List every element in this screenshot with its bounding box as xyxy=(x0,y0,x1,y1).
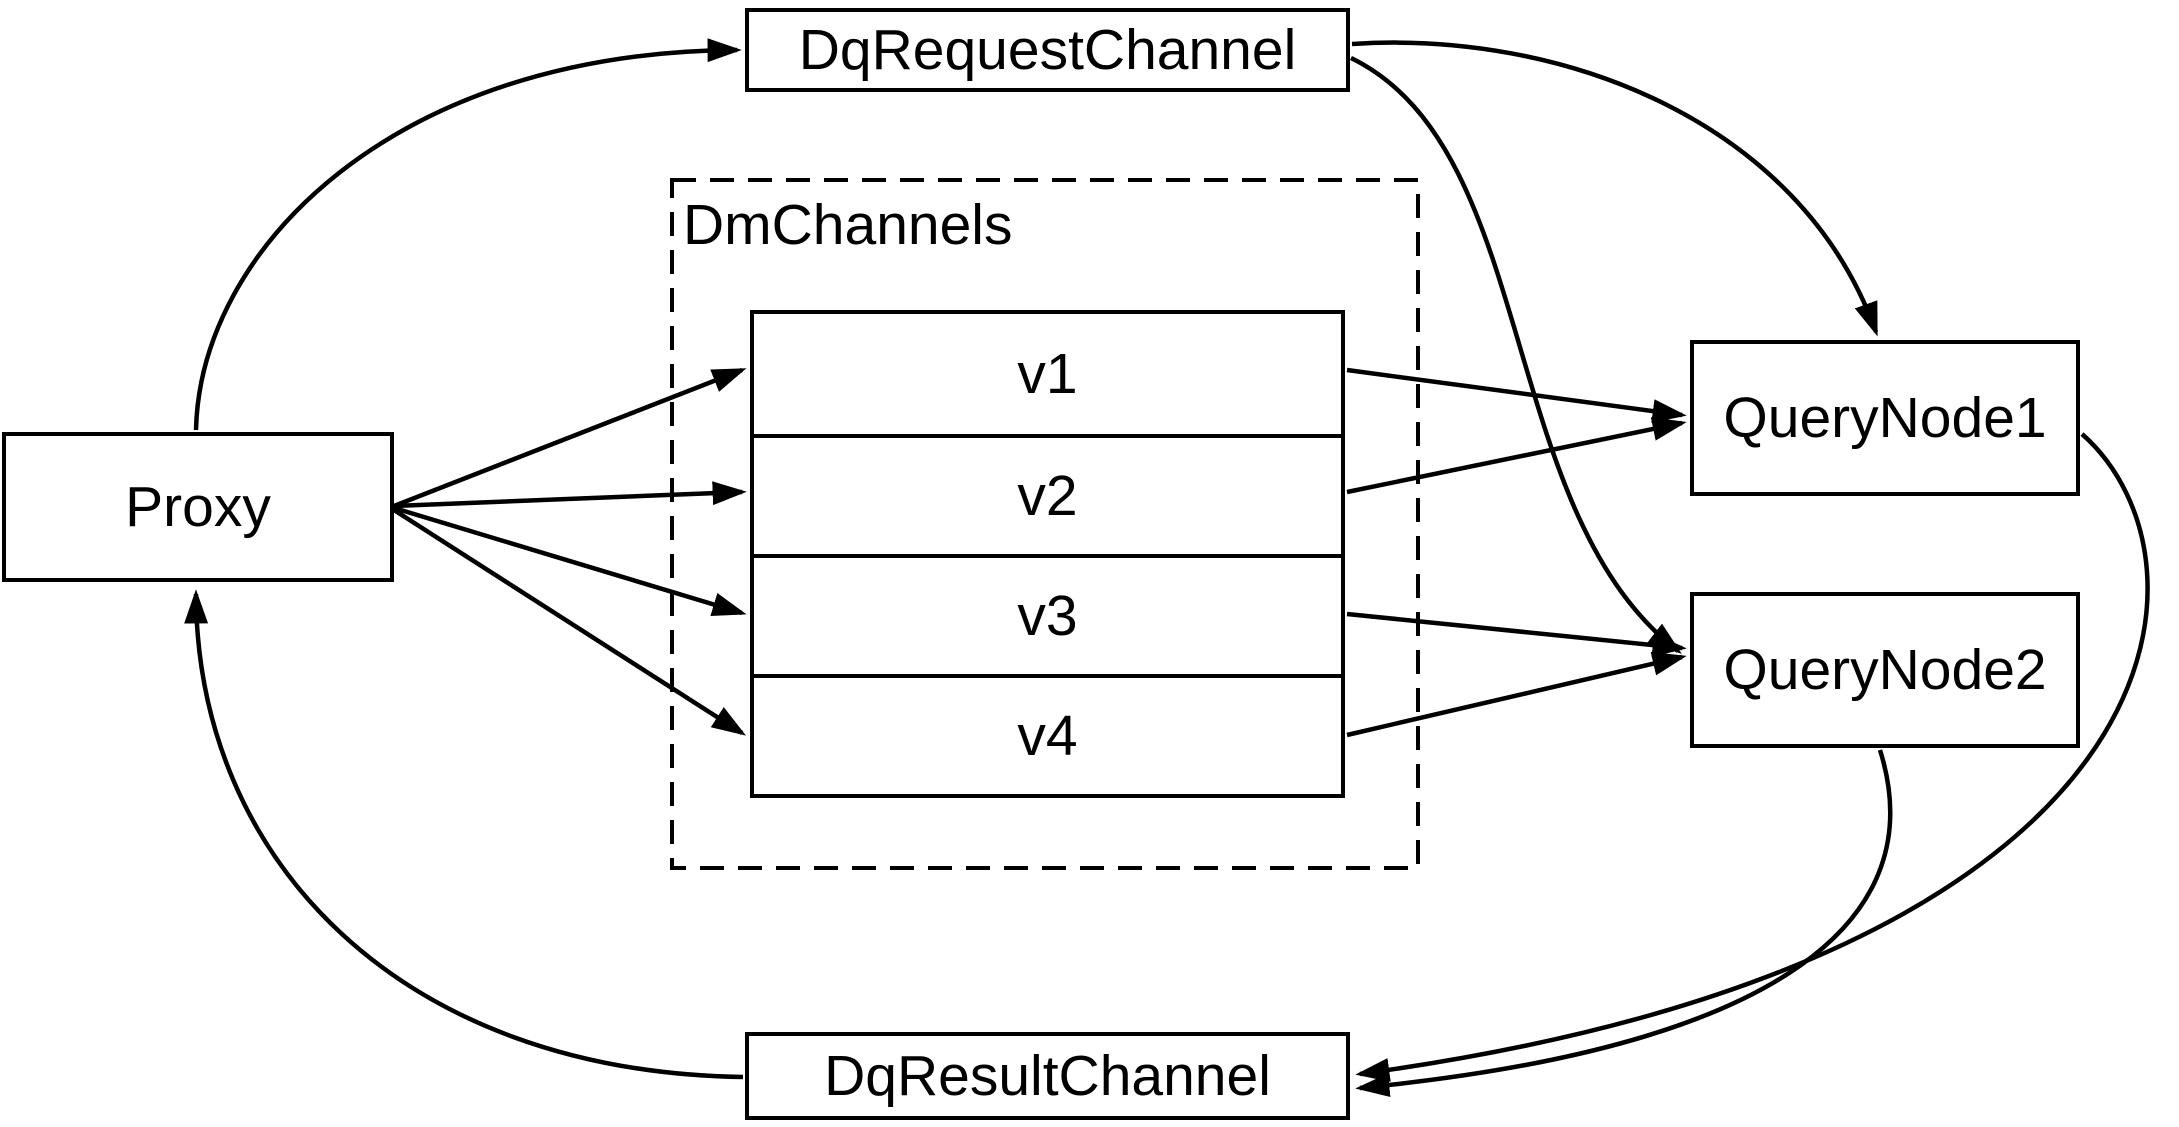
edge-dqresultchannel-to-proxy xyxy=(184,589,744,1080)
node-dq-result-channel-label: DqResultChannel xyxy=(824,1043,1271,1108)
dm-channels-stack: v1 v2 v3 v4 xyxy=(750,310,1345,798)
channel-row-v2: v2 xyxy=(754,434,1341,554)
channel-row-v4: v4 xyxy=(754,674,1341,794)
edge-querynode1-to-dqresultchannel xyxy=(1355,432,2150,1082)
node-dq-result-channel: DqResultChannel xyxy=(745,1032,1350,1120)
node-query-node-1: QueryNode1 xyxy=(1690,340,2080,496)
edge-dqrequestchannel-to-querynode1 xyxy=(1351,40,1879,337)
node-dq-request-channel-label: DqRequestChannel xyxy=(798,17,1297,82)
edge-querynode2-to-dqresultchannel xyxy=(1355,749,1893,1098)
node-dq-request-channel: DqRequestChannel xyxy=(745,8,1350,92)
channel-v4-label: v4 xyxy=(1017,703,1078,768)
node-query-node-2: QueryNode2 xyxy=(1690,592,2080,748)
channel-v2-label: v2 xyxy=(1017,463,1078,528)
edge-proxy-to-dqrequestchannel xyxy=(193,38,742,431)
channel-v3-label: v3 xyxy=(1017,583,1078,648)
node-query-node-2-label: QueryNode2 xyxy=(1723,637,2047,702)
channel-row-v3: v3 xyxy=(754,554,1341,674)
node-query-node-1-label: QueryNode1 xyxy=(1723,385,2047,450)
channel-row-v1: v1 xyxy=(754,314,1341,434)
channel-v1-label: v1 xyxy=(1017,341,1078,406)
node-proxy: Proxy xyxy=(2,432,394,582)
node-proxy-label: Proxy xyxy=(125,474,271,539)
dm-channels-label: DmChannels xyxy=(683,193,1013,257)
